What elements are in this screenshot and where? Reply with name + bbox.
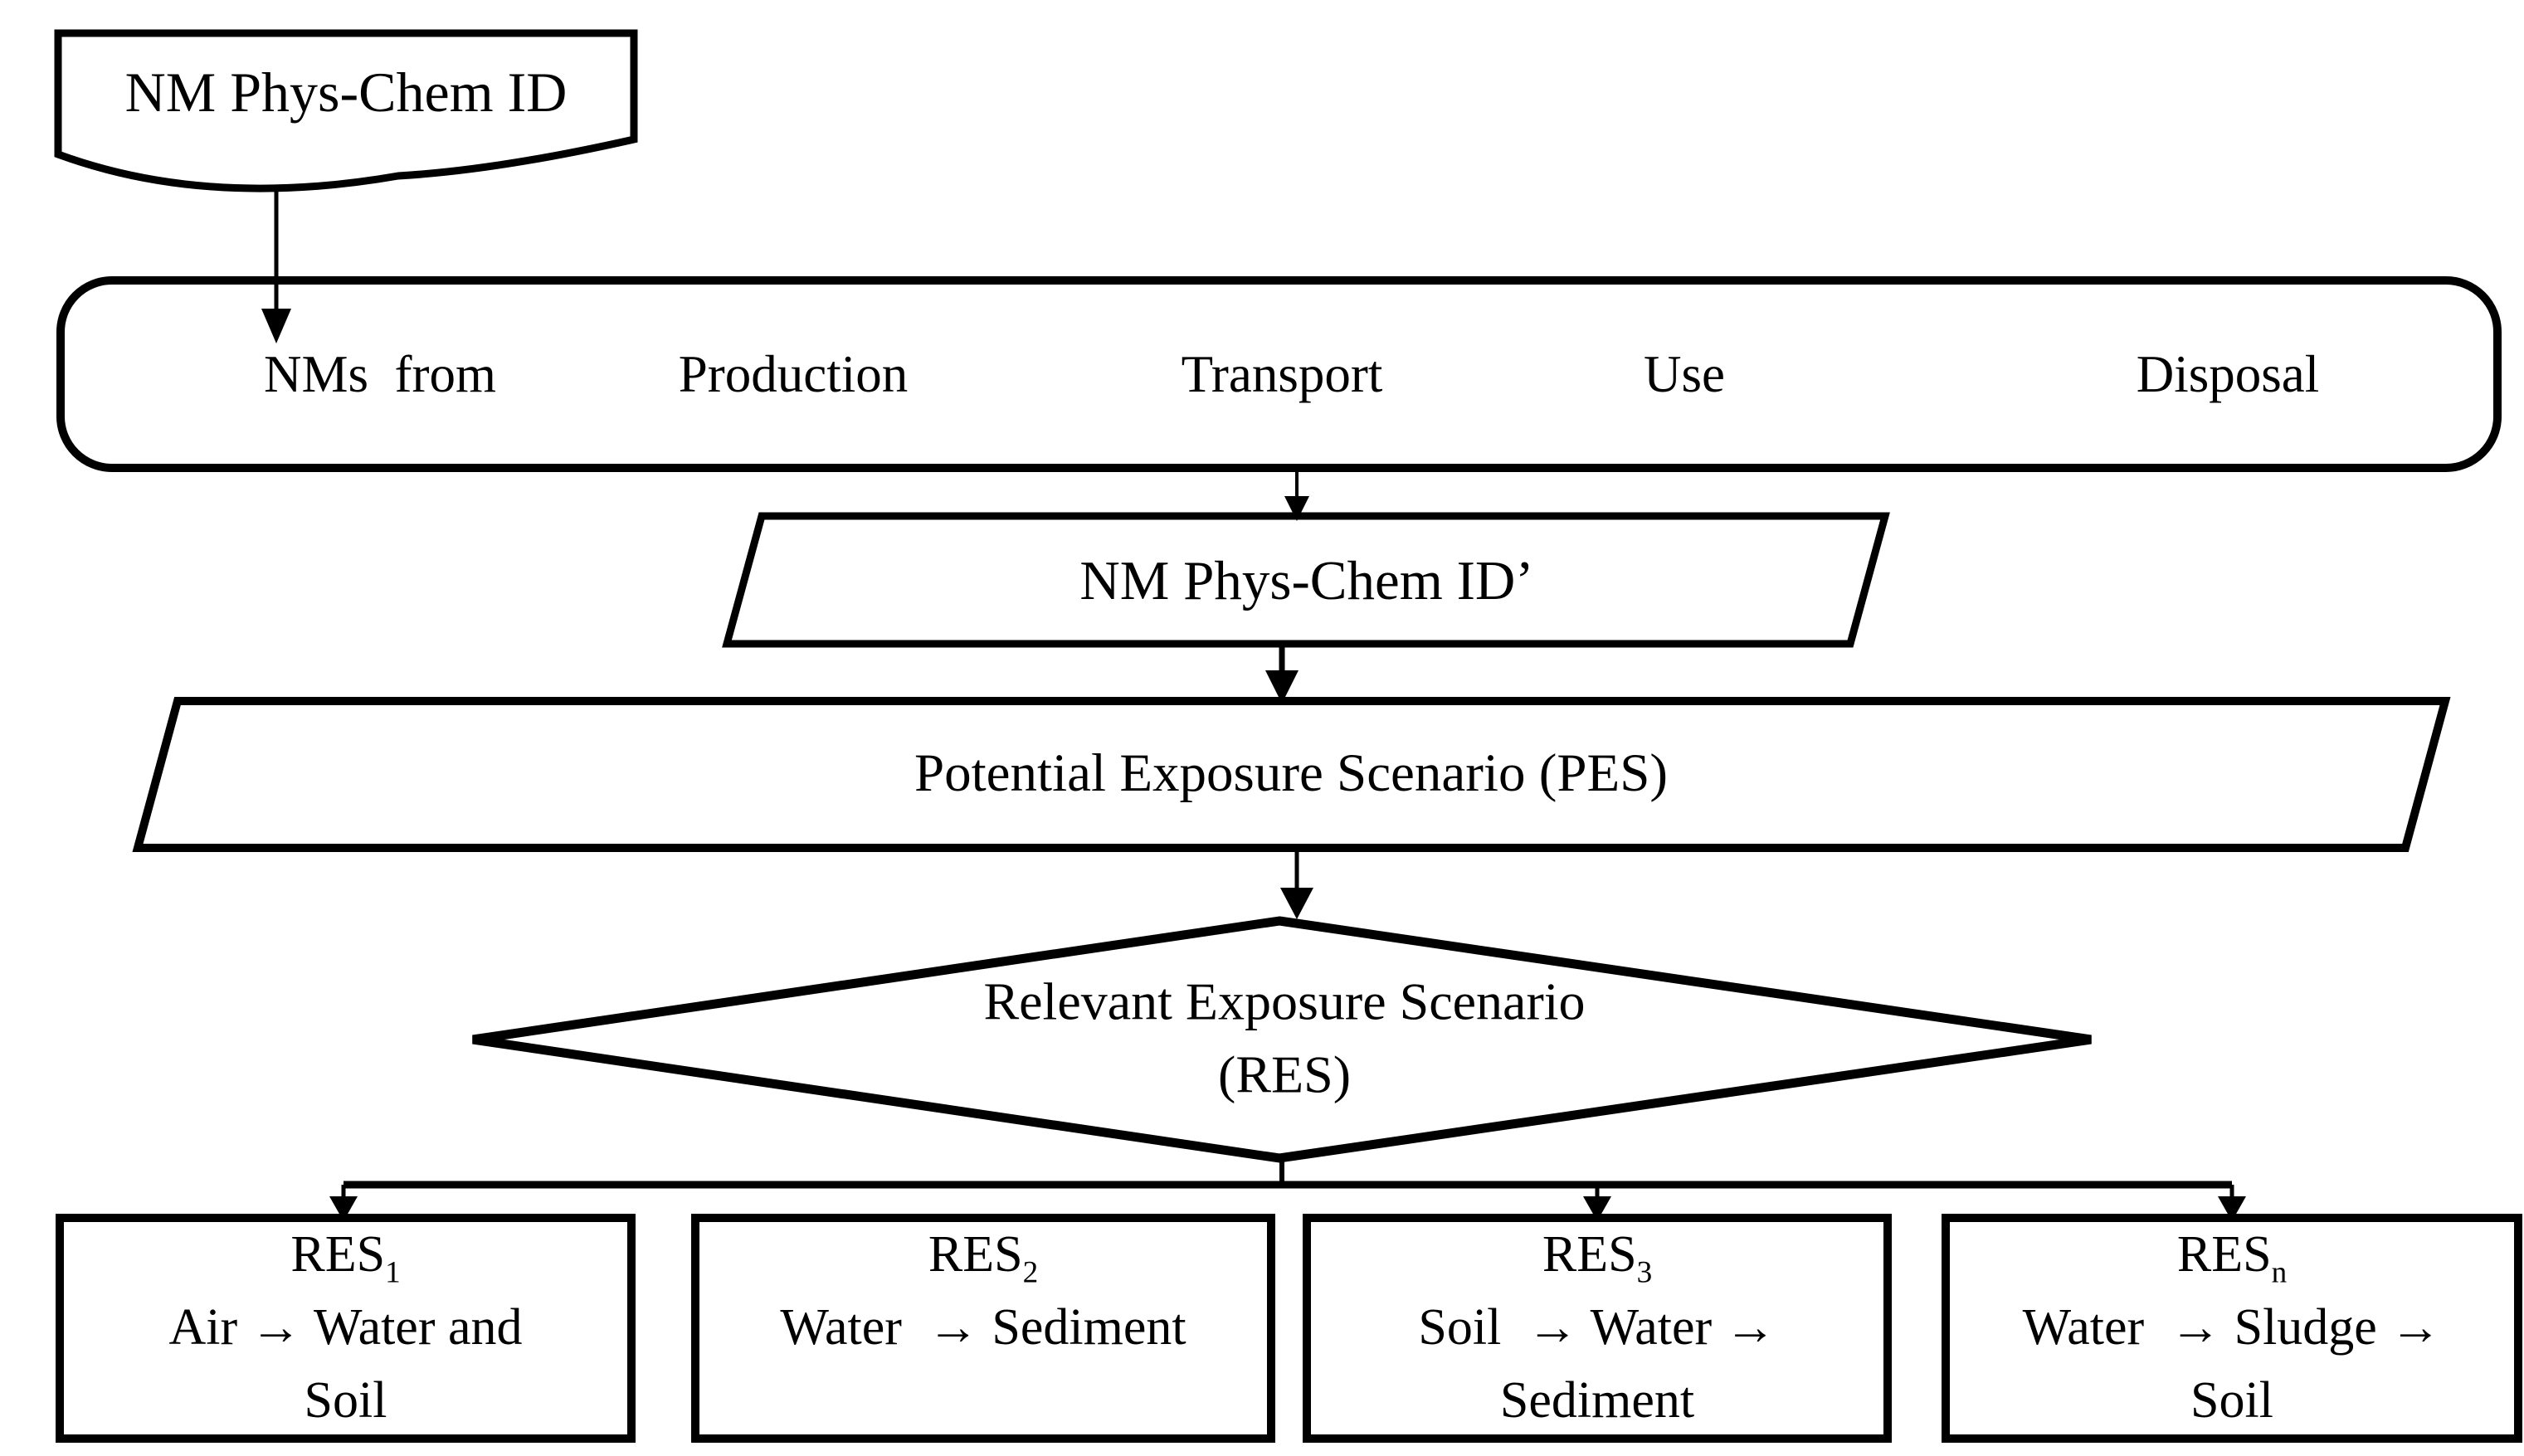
arrow-to-res3-head [1583,1196,1611,1221]
res2-box-label: RES2 Water → Sediment [695,1218,1271,1439]
res2-title: RES2 [928,1226,1039,1290]
res3-pathway-line1: Soil → Water → [1418,1299,1776,1356]
lifecycle-item-use: Use [1644,345,1725,404]
res3-title: RES3 [1542,1226,1653,1290]
res1-pathway-line2: Soil [304,1372,387,1429]
lifecycle-item-nms-from: NMs from [264,345,496,404]
res1-subscript: 1 [385,1255,401,1290]
res3-box-label: RES3 Soil → Water → Sediment [1307,1218,1888,1439]
res2-shape [691,1214,1275,1443]
nm-id-prime-label: NM Phys-Chem ID’ [1079,549,1534,611]
res1-shape [56,1214,636,1443]
nm-id-prime-shape [722,512,1890,648]
nm-id-label: NM Phys-Chem ID [124,61,568,124]
arrow-pes-to-res-head [1280,888,1313,919]
resn-subscript: n [2271,1255,2288,1290]
res1-pathway-line1: Air → Water and [168,1299,523,1356]
resn-pathway-line1: Water → Sludge → [2022,1299,2442,1356]
pes-label: Potential Exposure Scenario (PES) [914,743,1669,803]
res-diamond-label-line2: (RES) [1218,1045,1351,1104]
pes-shape [132,697,2451,852]
lifecycle-item-transport: Transport [1181,345,1383,404]
arrow-to-resn-head [2218,1196,2246,1221]
res2-subscript: 2 [1022,1255,1039,1290]
resn-pathway-line2: Soil [2190,1372,2273,1429]
arrow-idprime-to-pes-head [1265,670,1299,704]
resn-title: RESn [2176,1226,2288,1290]
lifecycle-item-disposal: Disposal [2136,345,2320,404]
resn-shape [1942,1214,2522,1443]
arrow-to-res1-head [329,1196,358,1221]
res1-box-label: RES1 Air → Water and Soil [60,1218,631,1439]
res1-title: RES1 [290,1226,401,1290]
arrow-doc-to-lifecycle-head [261,309,291,343]
res3-pathway-line2: Sediment [1499,1372,1695,1429]
res2-pathway-line1: Water → Sediment [780,1299,1186,1356]
lifecycle-shape [56,276,2502,472]
arrow-lifecycle-to-idprime-head [1284,496,1309,521]
res-diamond-label-line1: Relevant Exposure Scenario [983,971,1586,1031]
lifecycle-item-production: Production [678,345,909,404]
resn-box-label: RESn Water → Sludge → Soil [1946,1218,2518,1439]
res3-subscript: 3 [1636,1255,1653,1290]
res3-shape [1303,1214,1892,1443]
document-shape-nm-id [54,29,638,192]
res-diamond-shape [472,916,2092,1163]
